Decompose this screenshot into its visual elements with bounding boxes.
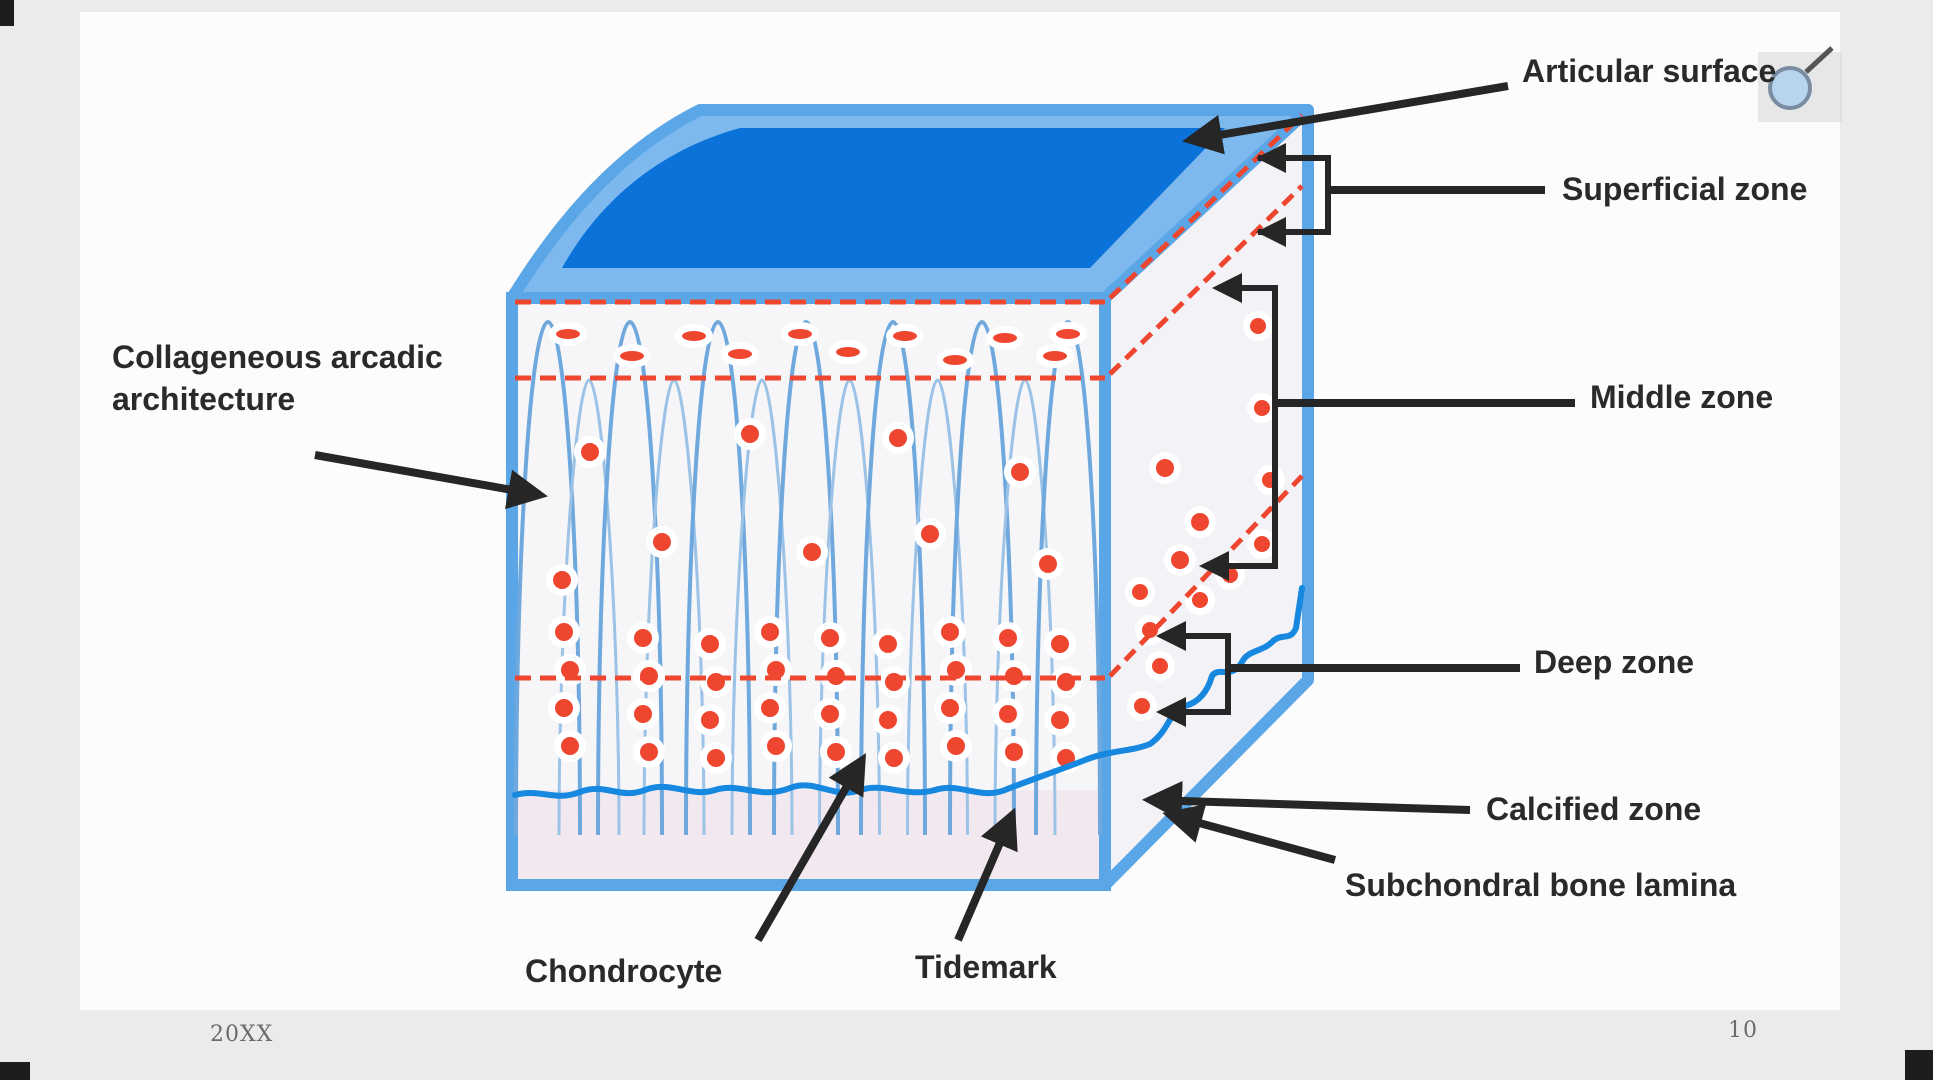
superficial-zone-label: Superficial zone (1562, 171, 1807, 207)
chondrocyte (947, 737, 965, 755)
chondrocyte (1011, 463, 1029, 481)
calcified-zone-label: Calcified zone (1486, 791, 1701, 827)
chondrocyte (1222, 567, 1238, 583)
frame-corner-top-left (0, 0, 14, 26)
collagen-fiber-arc (948, 319, 1016, 836)
chondrocyte (821, 705, 839, 723)
collagen-fiber-arc (906, 378, 969, 836)
chondrocyte (1250, 318, 1266, 334)
collagen-fiber-arc (596, 319, 664, 836)
chondrocyte (741, 425, 759, 443)
chondrocyte (1051, 635, 1069, 653)
chondrocyte (701, 635, 719, 653)
chondrocyte (620, 351, 644, 361)
chondrocyte (707, 749, 725, 767)
chondrocyte (701, 711, 719, 729)
frame-corner-bottom-left (0, 1062, 30, 1080)
chondrocyte (1254, 536, 1270, 552)
collageneous-arcadic-label-line1: Collageneous arcadic (112, 339, 443, 375)
chondrocyte-arrow (754, 753, 867, 943)
chondrocyte (640, 743, 658, 761)
chondrocyte (993, 333, 1017, 343)
deep-zone-label: Deep zone (1534, 644, 1694, 680)
chondrocyte (821, 629, 839, 647)
frame-corner-bottom-right (1905, 1050, 1933, 1080)
chondrocyte (556, 329, 580, 339)
chondrocyte (889, 429, 907, 447)
chondrocyte (555, 699, 573, 717)
slide-page-number: 10 (1728, 1018, 1758, 1043)
chondrocyte (653, 533, 671, 551)
magnifier-icon (1758, 46, 1842, 122)
chondrocyte (1152, 658, 1168, 674)
chondrocyte (893, 331, 917, 341)
chondrocyte (788, 329, 812, 339)
collagen-fiber-arc (514, 319, 582, 836)
articular-surface-label: Articular surface (1522, 53, 1776, 89)
slide-footer-left: 20XX (210, 1022, 274, 1047)
chondrocyte (921, 525, 939, 543)
chondrocyte (1134, 698, 1150, 714)
chondrocyte (761, 623, 779, 641)
chondrocyte (941, 623, 959, 641)
calcified-zone-fill (518, 790, 1099, 879)
tidemark-label: Tidemark (915, 949, 1057, 985)
middle-zone-label: Middle zone (1590, 379, 1773, 415)
subchondral-bone-lamina-label: Subchondral bone lamina (1345, 867, 1736, 903)
chondrocyte (1171, 551, 1189, 569)
chondrocyte (879, 711, 897, 729)
chondrocyte (836, 347, 860, 357)
chondrocyte (999, 705, 1017, 723)
collagen-fiber-arc (730, 378, 794, 836)
chondrocyte (1056, 329, 1080, 339)
chondrocyte (941, 699, 959, 717)
chondrocyte (827, 743, 845, 761)
chondrocyte (767, 737, 785, 755)
collageneous-arcadic-arrow (314, 451, 548, 510)
chondrocyte (634, 705, 652, 723)
chondrocyte (682, 331, 706, 341)
calcified-zone-arrow (1142, 781, 1471, 821)
chondrocyte (728, 349, 752, 359)
chondrocyte (561, 661, 579, 679)
chondrocyte (943, 355, 967, 365)
chondrocyte (634, 629, 652, 647)
chondrocyte (1142, 622, 1158, 638)
chondrocyte (1254, 400, 1270, 416)
tidemark-arrow (954, 807, 1018, 942)
articular-surface-arrow (1182, 82, 1509, 155)
chondrocyte (1039, 555, 1057, 573)
chondrocyte (1005, 743, 1023, 761)
chondrocyte (1051, 711, 1069, 729)
chondrocyte (581, 443, 599, 461)
chondrocyte (879, 635, 897, 653)
collageneous-arcadic-label-line2: architecture (112, 381, 295, 417)
collagen-fiber-arc (772, 319, 840, 836)
collagen-fiber-arc (859, 319, 927, 836)
chondrocyte (1192, 592, 1208, 608)
chondrocyte (947, 661, 965, 679)
collagen-fiber-arc (684, 319, 752, 836)
chondrocyte (1156, 459, 1174, 477)
articular-surface-fill (562, 128, 1225, 268)
chondrocyte (1132, 584, 1148, 600)
chondrocyte-label: Chondrocyte (525, 953, 722, 989)
chondrocyte (1191, 513, 1209, 531)
chondrocyte (761, 699, 779, 717)
chondrocyte (803, 543, 821, 561)
chondrocyte (555, 623, 573, 641)
chondrocyte (767, 661, 785, 679)
chondrocyte (1043, 351, 1067, 361)
chondrocyte (999, 629, 1017, 647)
chondrocyte (885, 749, 903, 767)
chondrocyte (553, 571, 571, 589)
chondrocyte (561, 737, 579, 755)
subchondral-bone-lamina-arrow (1162, 804, 1337, 864)
